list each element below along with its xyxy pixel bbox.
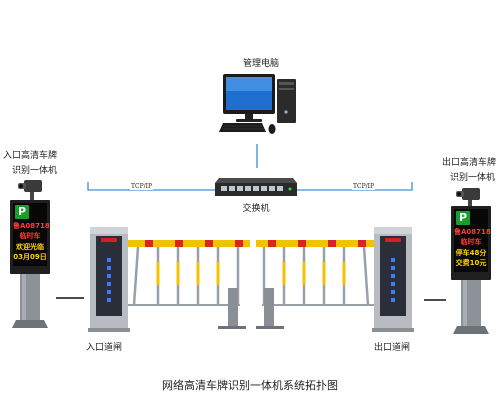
exit-led-line-3: 停车48分: [455, 249, 487, 257]
exit-led-line-2: 临时车: [460, 238, 482, 246]
network-lines: [87, 144, 413, 191]
entrance-led-line-3: 欢迎光临: [16, 243, 44, 251]
entrance-led-line-1: 鲁A08718: [13, 222, 50, 230]
exit-parking-logo: P: [456, 211, 470, 225]
entrance-gate-label: 入口道闸: [86, 343, 123, 353]
exit-gate: [256, 227, 414, 332]
diagram-title: 网络高清车牌识别一体机系统拓扑图: [162, 379, 338, 392]
tcp-ip-label-left: TCP/IP: [130, 183, 154, 190]
entrance-gate: [88, 227, 250, 332]
entrance-parking-logo: P: [15, 205, 29, 219]
computer-label: 管理电脑: [242, 59, 279, 69]
exit-gate-label: 出口道闸: [374, 343, 411, 353]
connector-lines: [56, 297, 446, 301]
tcp-ip-label-right: TCP/IP: [352, 183, 376, 190]
exit-camera-label-line1: 出口高清车牌: [442, 158, 497, 168]
entrance-camera-unit: [10, 180, 50, 328]
entrance-camera-label-line2: 识别一体机: [12, 166, 58, 176]
exit-camera-label-line2: 识别一体机: [450, 173, 496, 183]
switch-label: 交换机: [242, 204, 270, 214]
exit-led-line-4: 交费10元: [455, 259, 487, 267]
computer-icon: [219, 74, 296, 134]
entrance-led-line-4: 03月09日: [13, 253, 47, 261]
exit-camera-unit: [451, 188, 491, 334]
entrance-camera-label-line1: 入口高清车牌: [3, 151, 58, 161]
switch-icon: [215, 178, 297, 196]
entrance-led-line-2: 临时车: [19, 232, 41, 240]
exit-led-line-1: 鲁A08718: [454, 228, 491, 236]
